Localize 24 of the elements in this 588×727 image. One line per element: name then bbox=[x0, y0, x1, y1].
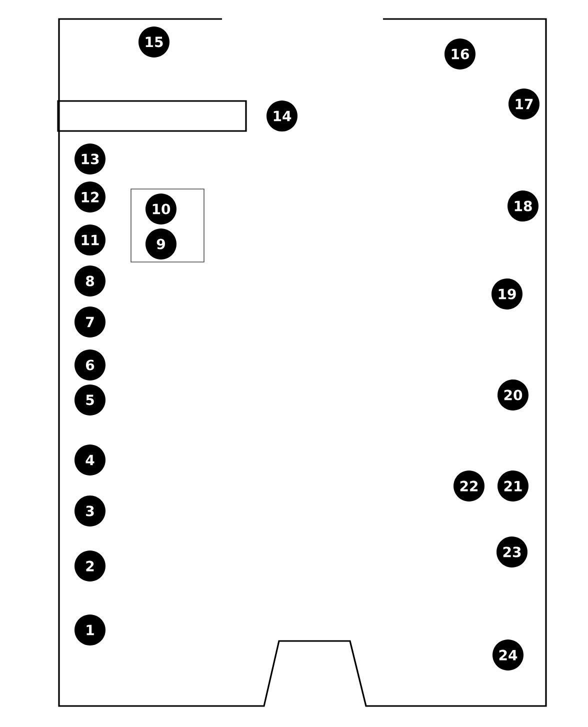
callout-number: 6 bbox=[74, 350, 106, 380]
callout-number: 4 bbox=[74, 444, 106, 476]
callout-number: 17 bbox=[508, 88, 540, 120]
callout-number: 13 bbox=[74, 144, 106, 174]
callout-number: 23 bbox=[496, 536, 528, 568]
callout-number: 22 bbox=[454, 470, 484, 502]
callout-number: 3 bbox=[74, 496, 106, 526]
callout-number: 24 bbox=[492, 640, 524, 670]
callout-number: 11 bbox=[74, 224, 106, 256]
callout-number: 15 bbox=[138, 26, 170, 58]
callout-number: 12 bbox=[74, 182, 106, 212]
callout-number: 14 bbox=[266, 100, 298, 132]
callout-number: 2 bbox=[74, 550, 106, 582]
callout-number: 1 bbox=[74, 614, 106, 646]
callout-number: 10 bbox=[146, 194, 176, 224]
callout-number: 18 bbox=[508, 190, 538, 222]
callout-number: 7 bbox=[74, 306, 106, 338]
callout-number: 16 bbox=[444, 38, 476, 70]
callout-number: 19 bbox=[492, 278, 522, 310]
callout-number: 5 bbox=[74, 384, 106, 416]
callout-number: 8 bbox=[74, 266, 106, 296]
callout-number: 9 bbox=[146, 228, 176, 260]
callout-number: 21 bbox=[498, 470, 528, 502]
callout-number: 20 bbox=[498, 380, 528, 410]
